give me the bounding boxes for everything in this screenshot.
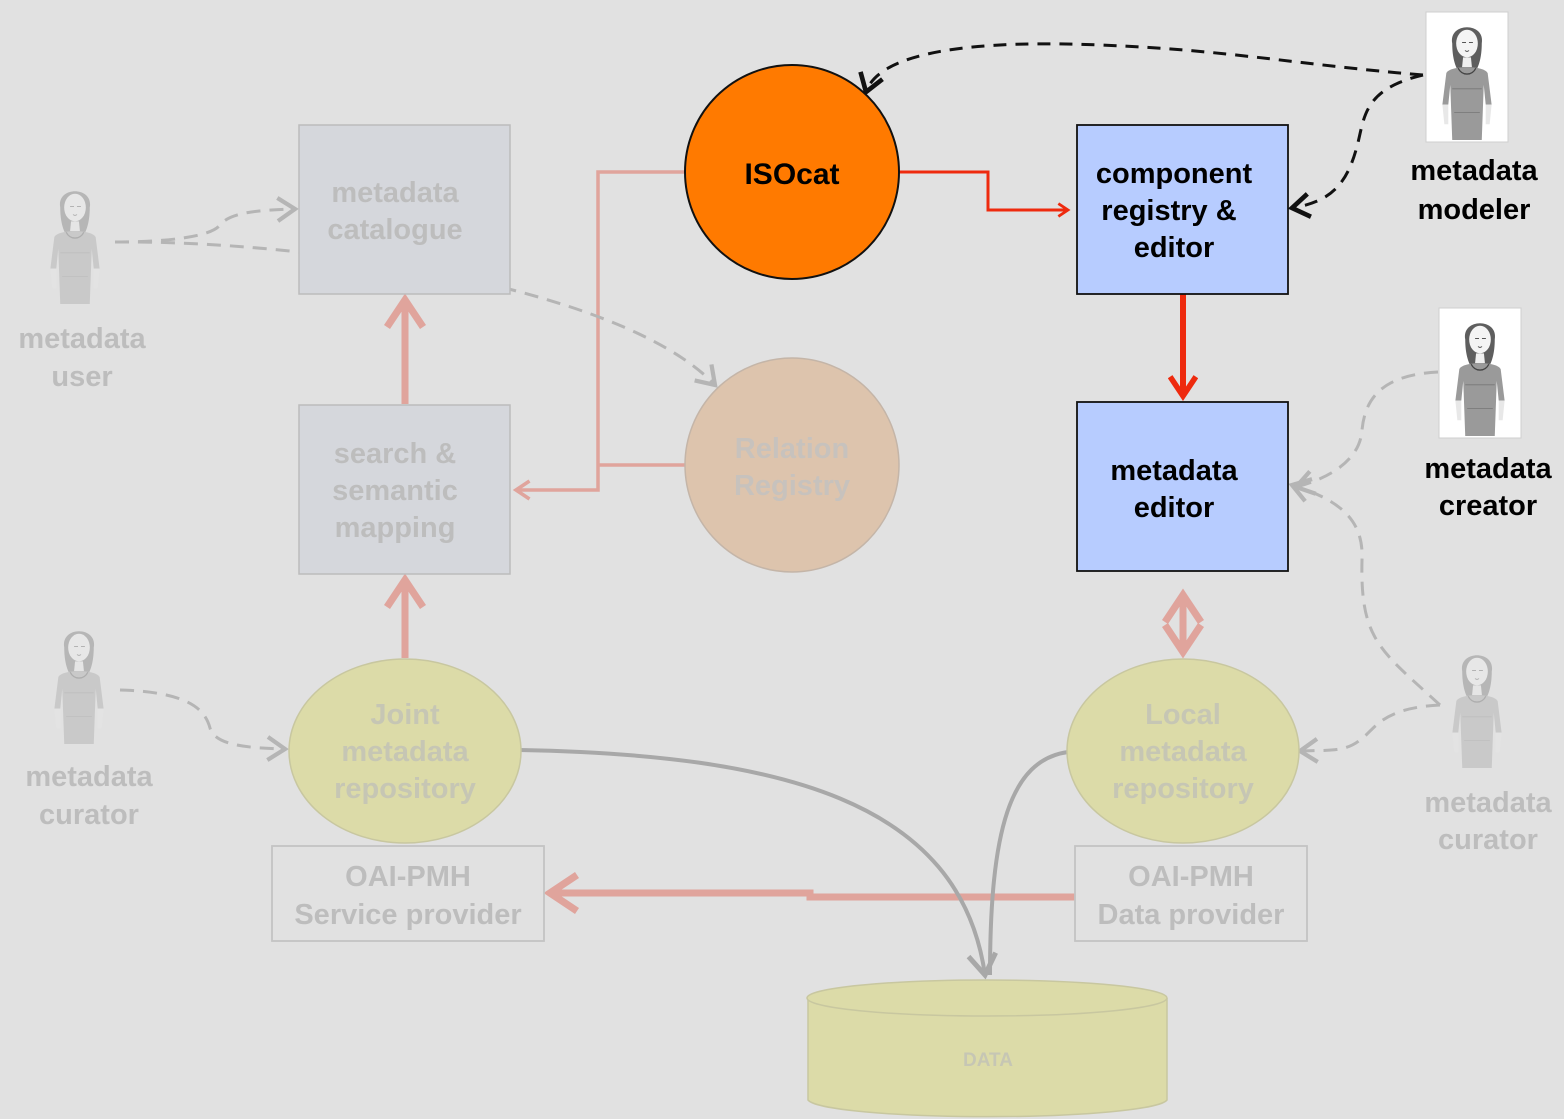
actor-curator-right-label-1: metadata [1424, 787, 1552, 819]
actor-curator-left-labels: metadata curator [25, 761, 153, 831]
isocat-label: ISOcat [744, 158, 839, 191]
faded-edges [384, 170, 1204, 914]
relation-registry-node[interactable]: Relation Registry [684, 357, 900, 573]
actor-user-label-1: metadata [18, 323, 146, 355]
actor-curator-left-label-2: curator [39, 799, 139, 831]
actor-curator-right [1451, 654, 1503, 769]
data-store-node[interactable]: DATA [806, 979, 1168, 1118]
person-icon [53, 630, 105, 745]
data-store-label: DATA [963, 1050, 1013, 1071]
metadata-editor-label-2: editor [1134, 492, 1215, 524]
metadata-catalogue-node[interactable]: metadata catalogue [298, 124, 511, 295]
metadata-editor-label-1: metadata [1110, 455, 1238, 487]
oai-data-provider-node[interactable]: OAI-PMH Data provider [1074, 845, 1308, 942]
local-repository-node[interactable]: Local metadata repository [1066, 658, 1300, 844]
actor-curator-left-label-1: metadata [25, 761, 153, 793]
local-repository-label-2: metadata [1119, 736, 1247, 768]
active-edges [858, 42, 1424, 396]
metadata-catalogue-label-1: metadata [331, 177, 459, 209]
actor-curator-right-label-2: curator [1438, 824, 1538, 856]
actor-creator-label-2: creator [1439, 490, 1537, 522]
actor-user [49, 190, 101, 305]
actor-curator-left [53, 630, 105, 745]
oai-service-provider-label-2: Service provider [294, 899, 521, 931]
relation-registry-label-1: Relation [735, 433, 849, 465]
component-registry-node[interactable]: component registry & editor [1076, 124, 1289, 295]
oai-service-provider-node[interactable]: OAI-PMH Service provider [271, 845, 545, 942]
component-registry-label-3: editor [1134, 232, 1215, 264]
search-mapping-label-2: semantic [332, 475, 458, 507]
metadata-catalogue-label-2: catalogue [327, 214, 462, 246]
search-mapping-label-3: mapping [335, 512, 456, 544]
actor-user-label-2: user [51, 361, 112, 393]
data-links [519, 748, 1069, 980]
component-registry-label-1: component [1096, 158, 1253, 190]
local-repository-label-1: Local [1145, 699, 1221, 731]
relation-registry-label-2: Registry [734, 470, 850, 502]
metadata-editor-node[interactable]: metadata editor [1076, 401, 1289, 572]
actor-modeler: metadata modeler [1410, 11, 1539, 226]
person-icon [1451, 654, 1503, 769]
actor-curator-right-labels: metadata curator [1424, 787, 1552, 856]
joint-repository-label-3: repository [334, 773, 476, 805]
oai-data-provider-label-2: Data provider [1098, 899, 1285, 931]
joint-repository-node[interactable]: Joint metadata repository [288, 658, 522, 844]
oai-service-provider-label-1: OAI-PMH [345, 861, 471, 893]
actor-user-labels: metadata user [18, 323, 146, 393]
joint-repository-label-2: metadata [341, 736, 469, 768]
actor-modeler-label-2: modeler [1418, 194, 1531, 226]
actor-creator: metadata creator [1424, 307, 1553, 522]
isocat-node[interactable]: ISOcat [684, 64, 900, 280]
search-mapping-node[interactable]: search & semantic mapping [298, 404, 511, 575]
component-registry-label-2: registry & [1101, 195, 1236, 227]
joint-repository-label-1: Joint [370, 699, 440, 731]
search-mapping-label-1: search & [334, 438, 457, 470]
actor-modeler-label-1: metadata [1410, 155, 1538, 187]
person-icon [49, 190, 101, 305]
local-repository-label-3: repository [1112, 773, 1254, 805]
actor-creator-label-1: metadata [1424, 453, 1552, 485]
oai-data-provider-label-1: OAI-PMH [1128, 861, 1254, 893]
